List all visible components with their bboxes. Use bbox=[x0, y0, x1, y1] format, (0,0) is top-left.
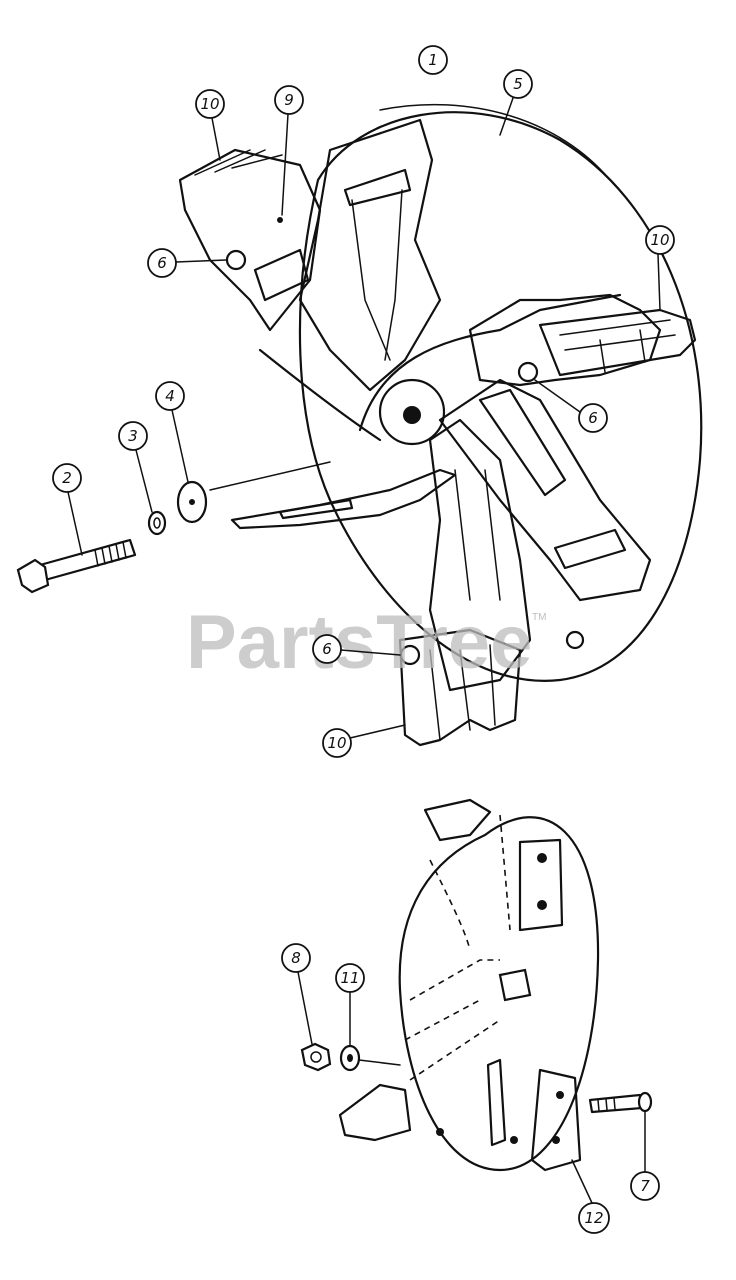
svg-text:7: 7 bbox=[640, 1177, 650, 1195]
callout-10-lower: 10 bbox=[322, 724, 406, 758]
lower-assembly bbox=[300, 798, 653, 1172]
svg-text:9: 9 bbox=[284, 91, 294, 109]
lower-disc bbox=[398, 816, 600, 1172]
nut-disc-edge bbox=[565, 630, 585, 650]
upper-assembly bbox=[178, 103, 703, 747]
blade-plate bbox=[530, 1068, 582, 1172]
watermark: PartsTree TM bbox=[186, 600, 546, 685]
hex-bolt bbox=[38, 538, 137, 582]
callout-1: 1 bbox=[418, 45, 448, 75]
callout-4: 4 bbox=[155, 381, 189, 483]
pin-lower bbox=[399, 644, 421, 666]
top-plate bbox=[518, 838, 564, 932]
svg-text:8: 8 bbox=[291, 949, 301, 967]
callout-7: 7 bbox=[630, 1111, 660, 1201]
svg-text:6: 6 bbox=[588, 409, 598, 427]
callout-10-upper: 10 bbox=[195, 89, 225, 161]
svg-text:4: 4 bbox=[165, 387, 175, 405]
svg-text:11: 11 bbox=[340, 969, 359, 987]
pin-upper-left bbox=[225, 249, 247, 271]
svg-text:10: 10 bbox=[650, 231, 669, 249]
callout-5: 5 bbox=[499, 69, 533, 136]
callout-2: 2 bbox=[52, 463, 83, 556]
svg-text:6: 6 bbox=[157, 254, 167, 272]
pin-9 bbox=[277, 217, 283, 223]
callouts: 1 5 10 9 6 10 bbox=[52, 45, 675, 1234]
upper-disc bbox=[298, 111, 703, 682]
svg-text:2: 2 bbox=[62, 469, 72, 487]
callout-10-right: 10 bbox=[645, 225, 675, 311]
svg-text:3: 3 bbox=[128, 427, 138, 445]
bolt-head bbox=[16, 558, 50, 594]
pin-right bbox=[517, 361, 539, 383]
boss bbox=[498, 968, 532, 1002]
callout-8: 8 bbox=[281, 943, 313, 1045]
lower-right-arm bbox=[438, 378, 652, 602]
callout-11: 11 bbox=[335, 963, 365, 1047]
right-arm bbox=[468, 293, 662, 387]
callout-6-lower: 6 bbox=[312, 634, 401, 664]
callout-12: 12 bbox=[571, 1159, 610, 1234]
callout-9: 9 bbox=[274, 85, 304, 216]
svg-text:1: 1 bbox=[428, 51, 438, 69]
watermark-text: PartsTree bbox=[186, 600, 532, 685]
svg-text:10: 10 bbox=[200, 95, 219, 113]
lower-blade-block bbox=[398, 628, 522, 747]
callout-6-right: 6 bbox=[534, 379, 608, 433]
callout-3: 3 bbox=[118, 421, 153, 513]
callout-6-upper: 6 bbox=[147, 248, 227, 278]
svg-text:12: 12 bbox=[584, 1209, 603, 1227]
svg-text:5: 5 bbox=[513, 75, 523, 93]
slot bbox=[486, 1058, 507, 1147]
svg-text:10: 10 bbox=[327, 734, 346, 752]
hub-center bbox=[403, 406, 421, 424]
upper-arm bbox=[298, 118, 442, 392]
watermark-trademark: TM bbox=[532, 612, 546, 623]
lower-arm bbox=[428, 418, 532, 692]
hub-outer bbox=[378, 378, 446, 446]
bolt-group bbox=[16, 461, 331, 594]
svg-text:6: 6 bbox=[322, 640, 332, 658]
lock-washer bbox=[147, 510, 167, 536]
lower-bracket bbox=[338, 1083, 412, 1142]
hex-nut bbox=[300, 1042, 332, 1072]
lower-left-blade bbox=[230, 468, 457, 530]
upper-blade-block bbox=[178, 148, 322, 332]
